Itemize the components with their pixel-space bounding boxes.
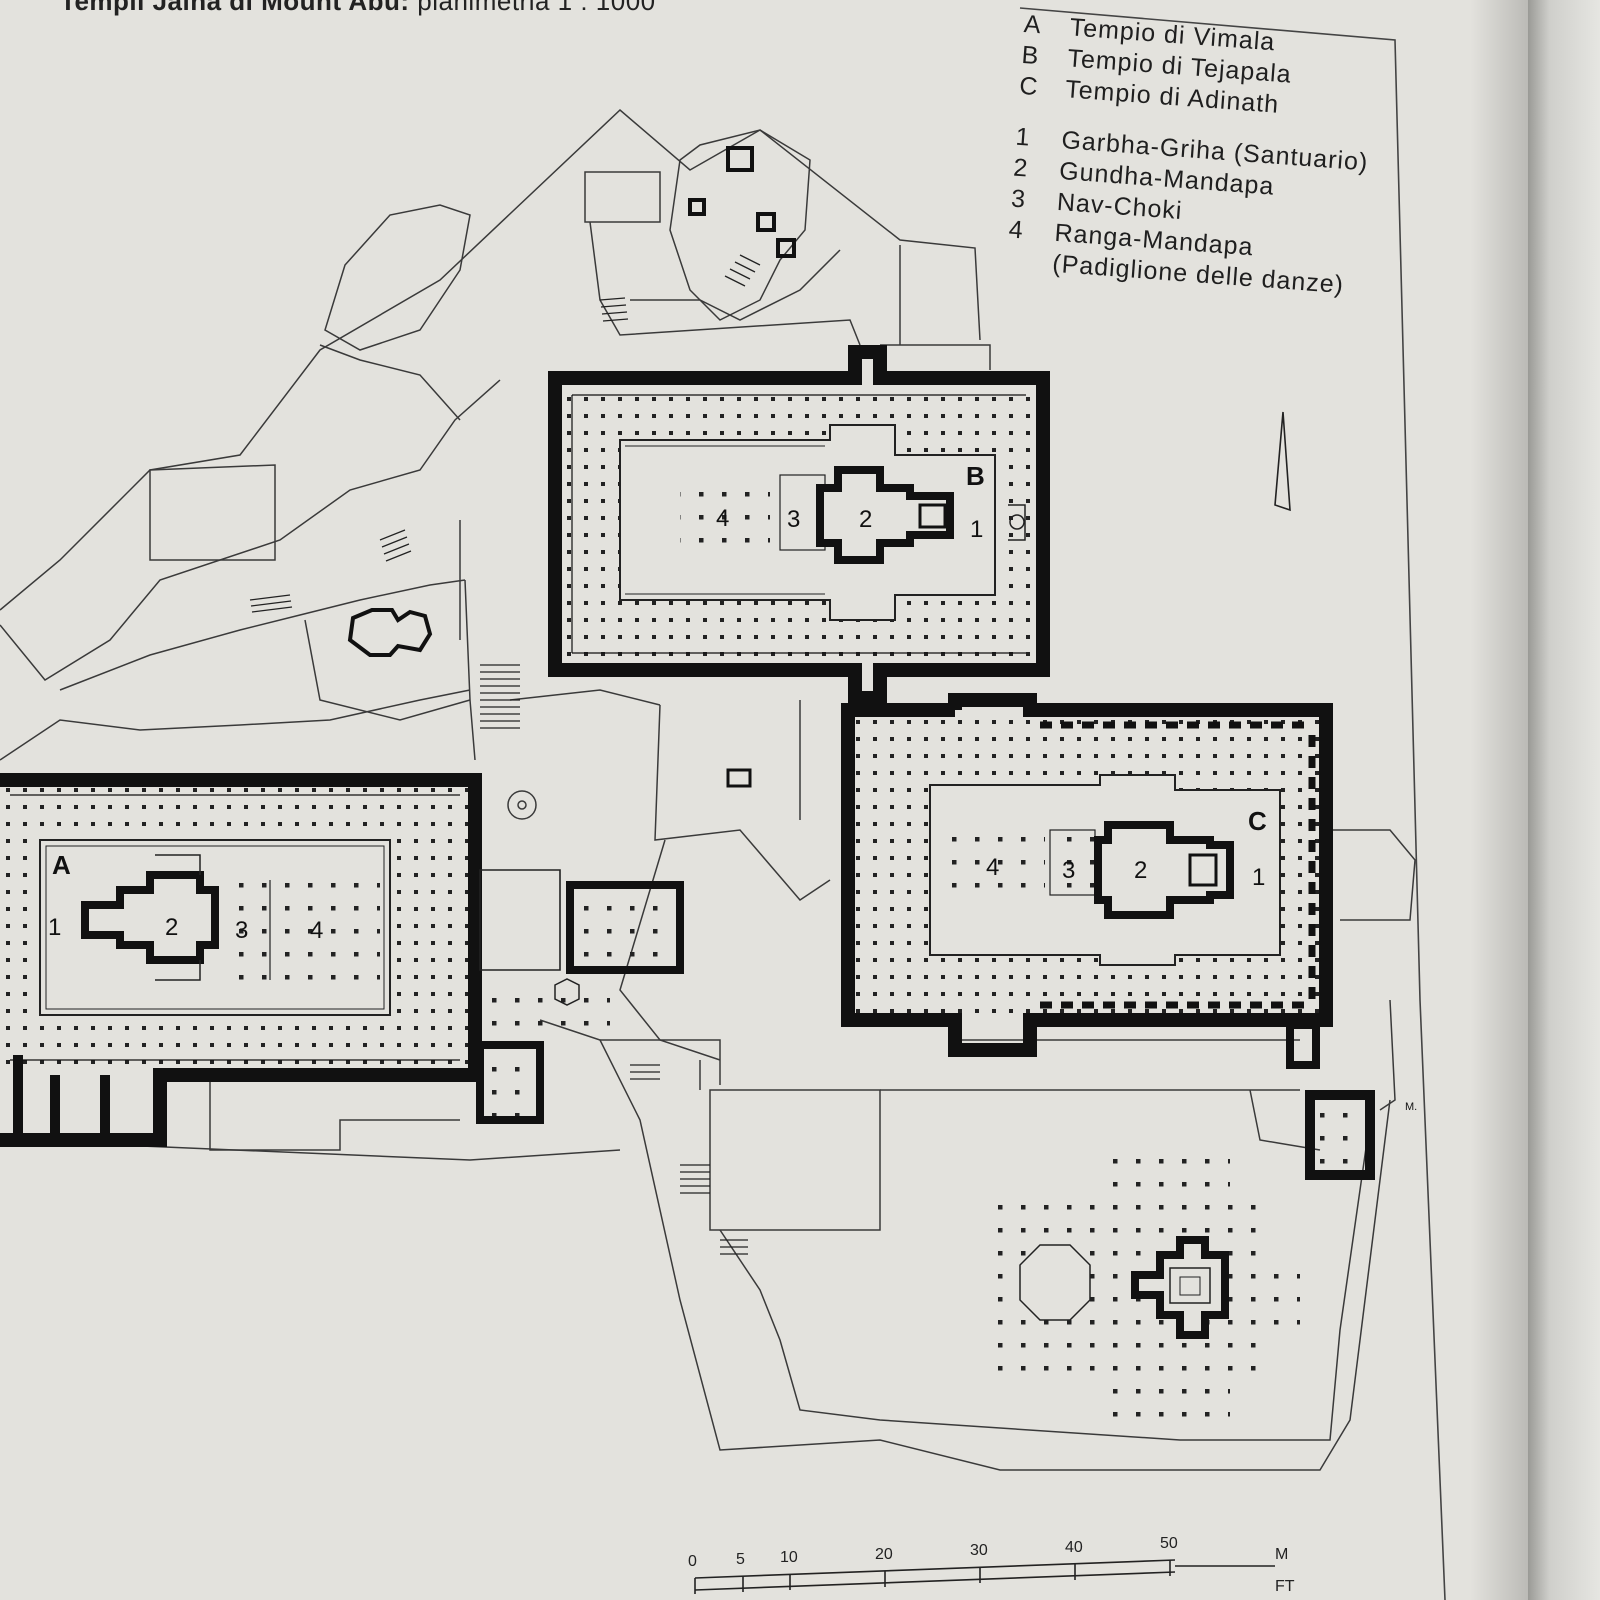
- plan-label-c-1: 1: [1252, 864, 1265, 891]
- plan-title-scale: planimetria 1 : 1000: [409, 0, 656, 16]
- plan-labels: B A C 4 3 2 1 1 2 3 4 4 3 2 1 M.: [48, 461, 1417, 1113]
- scale-tick-label: 0: [688, 1553, 697, 1570]
- plan-label-c-2: 2: [1134, 857, 1147, 884]
- page-gutter-shadow: [1470, 0, 1530, 1600]
- plan-label-b-4: 4: [716, 505, 729, 532]
- plan-label-a-3: 3: [235, 917, 248, 944]
- temple-a-plan: [0, 773, 482, 1147]
- plan-label-b-2: 2: [859, 506, 872, 533]
- plan-label-c: C: [1248, 806, 1267, 836]
- plan-label-b: B: [966, 461, 985, 491]
- terrain-outlines: [0, 108, 1416, 1471]
- scale-tick-label: 40: [1065, 1539, 1083, 1556]
- plan-label-a-4: 4: [310, 917, 323, 944]
- annex-shrines: [476, 768, 752, 1124]
- temple-b-plan: [548, 345, 1050, 705]
- stairs: [249, 254, 761, 1255]
- plan-label-b-1: 1: [970, 516, 983, 543]
- north-arrow-icon: [1274, 411, 1291, 512]
- next-page-edge: [1528, 0, 1600, 1600]
- plan-frame: [1019, 7, 1446, 1600]
- plan-title-main: Templi Jaina di Mount Abu:: [60, 0, 410, 16]
- south-pillared-hall: [980, 1145, 1300, 1425]
- plan-label-m: M.: [1405, 1101, 1417, 1113]
- scale-unit-ft: FT: [1275, 1578, 1295, 1595]
- hill-shrines: [347, 146, 796, 657]
- scale-tick-label: 10: [780, 1549, 798, 1566]
- scale-unit-m: M: [1275, 1546, 1289, 1563]
- scale-bar: [694, 1559, 1275, 1594]
- plan-label-c-3: 3: [1062, 857, 1075, 884]
- plan-label-b-3: 3: [787, 506, 800, 533]
- scale-tick-label: 20: [875, 1546, 893, 1563]
- plan-title: Templi Jaina di Mount Abu: planimetria 1…: [60, 0, 656, 17]
- temple-c-plan: [841, 693, 1375, 1180]
- plan-label-a-2: 2: [165, 914, 178, 941]
- scale-tick-label: 5: [736, 1551, 745, 1568]
- scale-tick-label: 50: [1160, 1535, 1178, 1552]
- plan-label-a: A: [52, 850, 71, 880]
- plan-label-c-4: 4: [986, 854, 999, 881]
- scale-tick-label: 30: [970, 1542, 988, 1559]
- plan-label-a-1: 1: [48, 914, 61, 941]
